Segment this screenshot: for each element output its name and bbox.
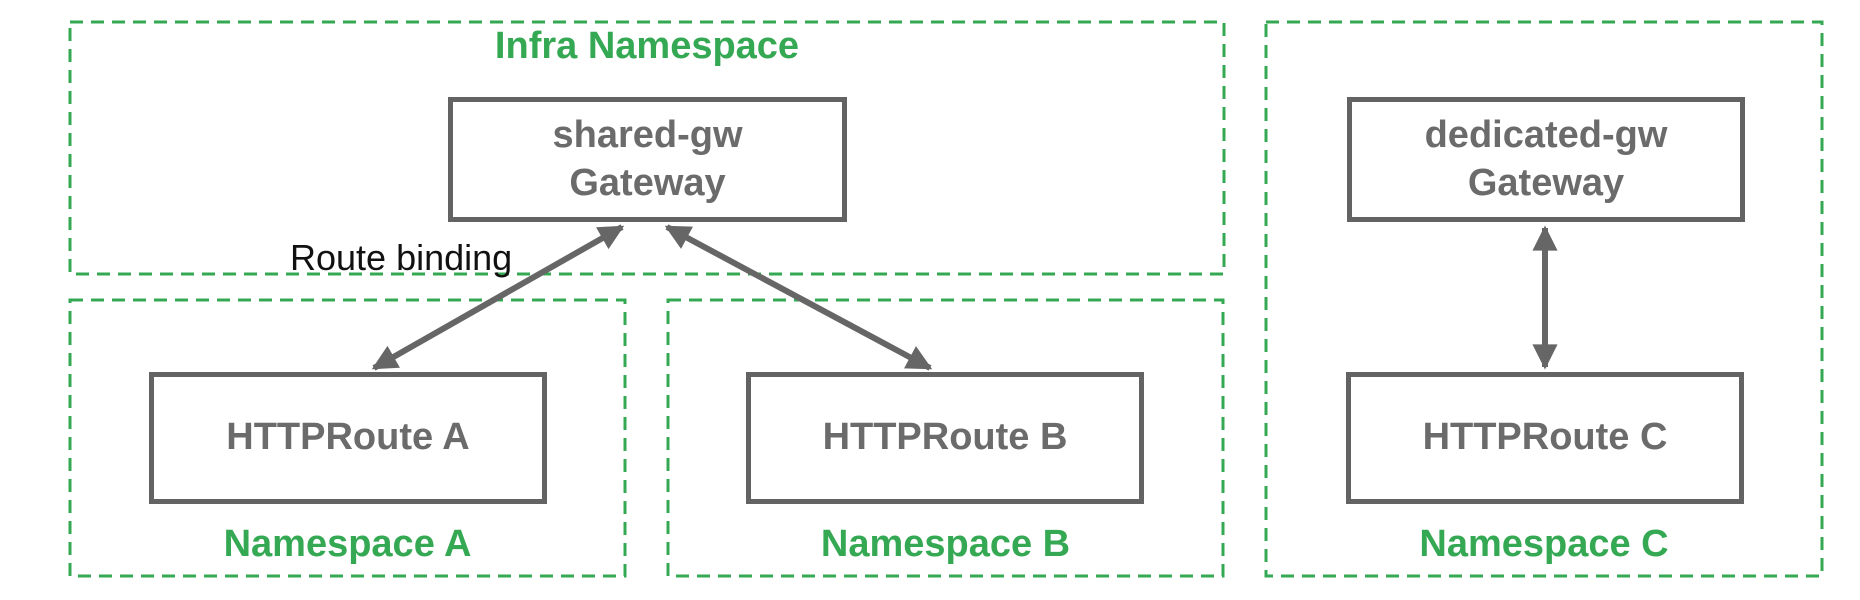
namespace-a-border	[68, 298, 627, 578]
dedicated-gw-gateway-node: dedicated-gw Gateway	[1347, 97, 1745, 222]
namespace-c-title: Namespace C	[1419, 523, 1669, 565]
httproute-c-node: HTTPRoute C	[1346, 372, 1744, 504]
namespace-a-title: Namespace A	[223, 523, 472, 565]
httproute-c-label: HTTPRoute C	[1422, 416, 1668, 459]
httproute-a-node: HTTPRoute A	[149, 372, 547, 504]
httproute-a-label: HTTPRoute A	[226, 416, 470, 459]
dedicated-gw-name: dedicated-gw	[1424, 114, 1668, 156]
shared-gw-kind: Gateway	[569, 161, 726, 204]
namespace-b-title: Namespace B	[820, 523, 1071, 565]
namespace-b-border	[666, 298, 1225, 578]
infra-namespace-title: Infra Namespace	[494, 25, 800, 67]
infra-namespace-border	[68, 20, 1226, 276]
httproute-b-node: HTTPRoute B	[746, 372, 1144, 504]
arrow-shared-gw-to-route-b	[664, 224, 933, 371]
shared-gw-name: shared-gw	[552, 114, 743, 156]
httproute-b-label: HTTPRoute B	[822, 416, 1068, 459]
dedicated-gw-kind: Gateway	[1467, 161, 1625, 204]
route-binding-label: Route binding	[290, 237, 513, 278]
namespace-c-border	[1264, 20, 1824, 578]
arrow-route-a-to-shared-gw	[371, 224, 625, 371]
shared-gw-gateway-node: shared-gw Gateway	[448, 97, 847, 222]
